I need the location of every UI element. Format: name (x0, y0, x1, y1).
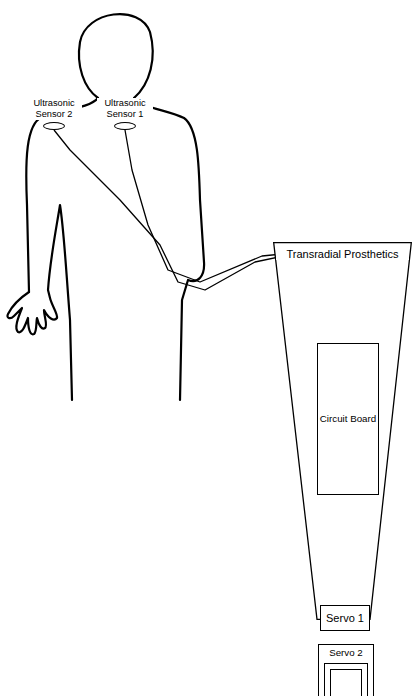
node-label: Ultrasonic Sensor 2 (26, 98, 82, 120)
sensor-pad (114, 122, 136, 130)
node-label: Ultrasonic Sensor 1 (97, 98, 153, 120)
node-label: Circuit Board (320, 413, 376, 425)
ultrasonic-sensor: Ultrasonic Sensor 2 (26, 98, 82, 130)
servo-horn (324, 663, 368, 696)
sensor-pad (43, 122, 65, 130)
servo-box: Servo 2 (318, 644, 374, 696)
prosthetic-socket: Transradial ProstheticsCircuit BoardServ… (273, 242, 412, 620)
servo-box: Servo 1 (320, 605, 370, 631)
node-label: Transradial Prosthetics (276, 248, 409, 260)
circuit-board: Circuit Board (317, 343, 379, 495)
servo-horn (330, 669, 362, 696)
node-label: Servo 2 (319, 647, 373, 659)
node-label: Servo 1 (326, 612, 364, 624)
ultrasonic-sensor: Ultrasonic Sensor 1 (97, 98, 153, 130)
